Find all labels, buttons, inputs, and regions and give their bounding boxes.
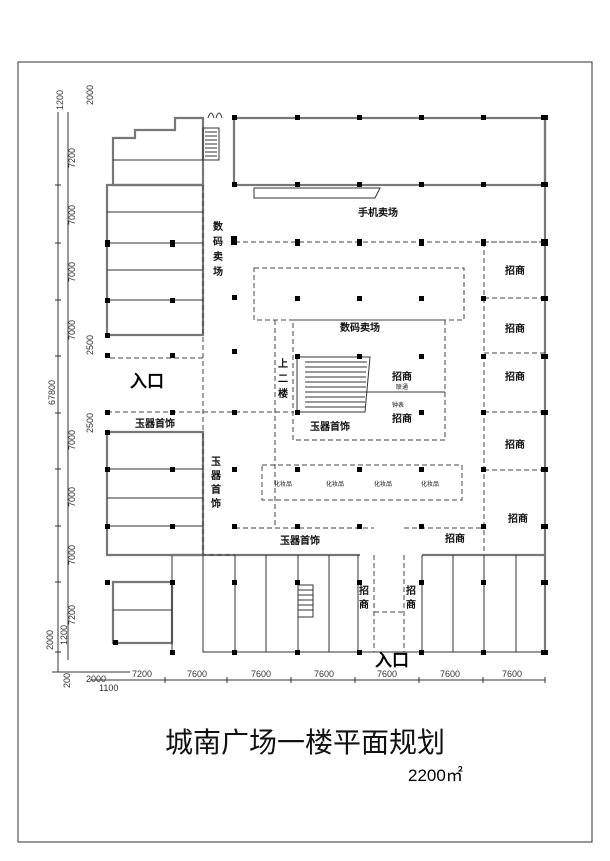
structural-columns [105,115,548,655]
stair-icon [297,584,314,618]
zone-digital-market: 数码卖场 [340,321,380,334]
svg-text:7600: 7600 [502,669,522,679]
svg-text:7000: 7000 [67,545,77,565]
svg-text:卖: 卖 [213,250,223,263]
svg-text:7000: 7000 [67,430,77,450]
svg-text:2000: 2000 [86,674,106,684]
svg-text:招: 招 [359,584,369,597]
svg-text:7600: 7600 [440,669,460,679]
zone-cosmetics: 化妆品 [374,480,392,488]
zone-cosmetics: 化妆品 [421,480,439,488]
svg-text:2000: 2000 [85,85,95,105]
upper-left-block [111,116,205,187]
zone-jade-left: 玉器首饰 [135,417,175,430]
zone-watches: 钟表 [392,401,404,409]
zone-leasing: 招商 [505,370,525,383]
entrance-south: 入口 [375,651,409,671]
dimension-lines [52,112,546,683]
zone-to-second-floor: 上二楼 [278,359,288,400]
horizontal-dimensions: 2000 1100 7200 7600 7600 7600 7600 7600 … [86,669,522,693]
zone-cosmetics: 化妆品 [326,480,344,488]
vertical-dimensions: 1200 2000 7200 7000 7000 7000 2500 2500 … [45,85,95,688]
zone-leasing: 招商 [505,264,525,277]
svg-text:2000: 2000 [45,630,55,650]
svg-text:7000: 7000 [67,320,77,340]
svg-text:67800: 67800 [47,380,57,405]
svg-text:7200: 7200 [67,148,77,168]
svg-text:2500: 2500 [85,413,95,433]
zone-leasing: 招商 [505,322,525,335]
zone-jade-vertical: 玉 器 首 饰 [210,456,222,510]
svg-text:商: 商 [406,598,416,611]
drawing-frame [17,61,593,843]
door-icon [207,112,223,119]
escalator-icon [296,356,371,413]
zone-jade-bottom: 玉器首饰 [280,534,320,547]
svg-text:7600: 7600 [377,669,397,679]
plan-area: 2200㎡ [408,766,463,785]
zone-leasing: 招商 [445,532,465,545]
zone-unicom: 联通 [396,383,408,391]
zone-leasing: 招商 [392,370,412,383]
svg-text:7000: 7000 [67,487,77,507]
zone-leasing: 招商 [505,438,525,451]
svg-text:7000: 7000 [67,205,77,225]
svg-text:数: 数 [213,220,224,233]
svg-text:7600: 7600 [314,669,334,679]
top-block [232,116,547,187]
zone-leasing-vertical: 招 商 招 商 [359,584,416,611]
plan-title: 城南广场一楼平面规划 [165,726,445,759]
svg-text:7600: 7600 [187,669,207,679]
svg-text:场: 场 [213,265,223,278]
svg-text:1100: 1100 [99,683,118,693]
zone-mobile-market: 手机卖场 [358,206,398,219]
zone-leasing: 招商 [392,412,412,425]
svg-text:2500: 2500 [85,335,95,355]
svg-text:1200: 1200 [55,90,65,110]
svg-text:码: 码 [213,236,223,248]
svg-text:商: 商 [359,598,369,611]
zone-digital-market-vertical: 数 码 卖 场 [213,220,224,278]
svg-text:饰: 饰 [211,497,221,510]
svg-text:200: 200 [62,673,72,688]
zone-leasing: 招商 [508,512,528,525]
svg-text:7600: 7600 [251,669,271,679]
svg-text:玉: 玉 [211,456,221,468]
svg-text:招: 招 [406,584,416,597]
entrance-west: 入口 [130,372,164,392]
zone-cosmetics: 化妆品 [274,480,292,488]
svg-text:7200: 7200 [132,669,152,679]
svg-text:首: 首 [211,483,221,496]
svg-text:7200: 7200 [67,605,77,625]
stair-icon [202,127,220,161]
svg-text:7000: 7000 [67,262,77,282]
svg-text:1200: 1200 [59,625,69,645]
left-shops-upper [105,183,205,337]
svg-text:器: 器 [210,470,222,482]
escalator-top [253,187,381,199]
left-shops-lower [105,430,205,557]
zone-jade-center: 玉器首饰 [310,420,350,433]
